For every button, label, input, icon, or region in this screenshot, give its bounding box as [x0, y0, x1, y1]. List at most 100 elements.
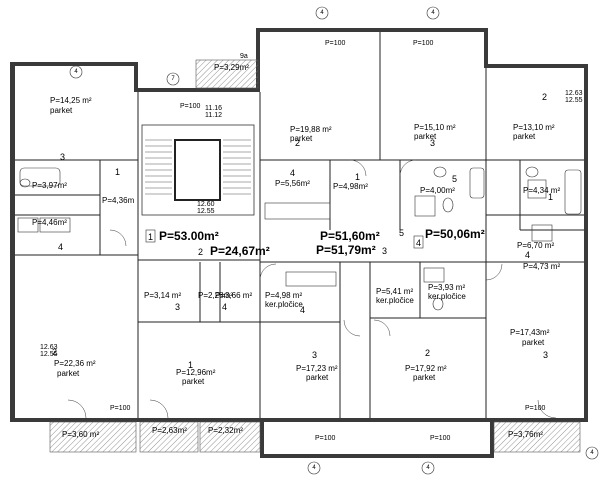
room-number: 3 [175, 302, 180, 312]
apartment-number: 1 [148, 232, 153, 242]
room-number: 4 [525, 250, 530, 260]
apartment-totals: 1 P=53.00m² 2 P=24,67m² P=51,60m² 5 P=51… [145, 227, 485, 258]
exterior-walls [10, 28, 588, 458]
apartment-total-area: P=51,79m² [316, 243, 376, 257]
room-number: 5 [452, 174, 457, 184]
room-labels: P=14,25 m² parket 3 P=3,97m² 1 P=4,36m P… [32, 53, 560, 439]
room-floor: ker.pločice [428, 292, 466, 301]
room-floor: parket [57, 369, 80, 378]
balcony-area: P=2,32m² [208, 426, 243, 435]
apartment-total-area: P=24,67m² [210, 244, 270, 258]
room-area: P=4,98m² [333, 182, 368, 191]
dim-label: P=100 [180, 103, 201, 110]
room-number: 1 [355, 172, 360, 182]
axis-marker-label: 4 [431, 10, 435, 16]
room-area: P=4,34 m² [523, 186, 560, 195]
room-area: P=12,96m² [176, 368, 216, 377]
room-area: P=15,10 m² [414, 123, 456, 132]
axis-marker-label: 7 [171, 76, 175, 82]
apartment-number: 3 [382, 246, 387, 256]
room-floor: parket [306, 373, 329, 382]
stairwell [141, 124, 255, 216]
room-floor: parket [413, 373, 436, 382]
dimension-labels: P=100 P=100 P=100 P=100 P=100 P=100 P=10… [110, 40, 546, 442]
balcony-area: P=3,76m² [508, 430, 543, 439]
apartment-total-area: P=50,06m² [425, 227, 485, 241]
room-floor: parket [522, 338, 545, 347]
level-label: 11.16 [205, 105, 222, 112]
room-area: P=6,70 m² [517, 241, 554, 250]
room-number: 3 [430, 138, 435, 148]
axis-marker-label: 4 [426, 465, 430, 471]
door-swings [67, 159, 557, 419]
bathroom-fixtures [17, 166, 582, 311]
room-number: 2 [542, 92, 547, 102]
room-number: 3 [60, 152, 65, 162]
room-floor: parket [414, 132, 437, 141]
room-number: 3 [543, 350, 548, 360]
room-area: P=3,14 m² [144, 291, 181, 300]
room-area: P=4,98 m² [265, 291, 302, 300]
room-number: 2 [52, 347, 57, 357]
room-number: 3 [312, 350, 317, 360]
room-floor: parket [290, 134, 313, 143]
room-floor: parket [182, 377, 205, 386]
room-number: 4 [290, 168, 295, 178]
dim-label: P=100 [413, 40, 434, 47]
room-area: P=5,41 m² [376, 287, 413, 296]
dim-label: P=100 [325, 40, 346, 47]
room-floor: ker.pločice [376, 296, 414, 305]
level-label: 12.63 [40, 344, 58, 351]
balconies [49, 59, 581, 453]
dim-label: P=100 [315, 435, 336, 442]
apartment-number: 5 [399, 228, 404, 238]
balcony-area: P=3,60 m² [62, 430, 99, 439]
room-area: P=5,56m² [275, 179, 310, 188]
room-number: 1 [115, 167, 120, 177]
dim-label: P=100 [430, 435, 451, 442]
room-area: P=4,73 m² [523, 262, 560, 271]
axis-marker-label: 4 [312, 465, 316, 471]
room-floor: parket [50, 106, 73, 115]
axis-marker-label: 4 [590, 450, 594, 456]
room-area: P=22,36 m² [54, 359, 96, 368]
room-number: 2 [425, 348, 430, 358]
level-label: 12.63 [565, 90, 583, 97]
balcony-area: P=2,63m² [152, 426, 187, 435]
room-number: 1 [548, 192, 553, 202]
level-label: 12.55 [197, 208, 215, 215]
room-area: P=19,88 m² [290, 125, 332, 134]
room-number: 2 [295, 138, 300, 148]
interior-walls [15, 32, 584, 418]
room-number: 4 [58, 242, 63, 252]
room-area: P=14,25 m² [50, 96, 92, 105]
room-area: P=4,36m [102, 196, 135, 205]
room-number: 1 [188, 360, 193, 370]
room-area: P=4,00m² [420, 186, 455, 195]
room-area: P=3,93 m² [428, 283, 465, 292]
axis-marker-label: 4 [74, 69, 78, 75]
level-label: 12.55 [565, 97, 583, 104]
room-number: 4 [300, 305, 305, 315]
balcony-area: P=3,29m² [214, 63, 249, 72]
level-label: 12.60 [197, 201, 215, 208]
balcony-number: 9a [240, 53, 248, 60]
room-number: 4 [222, 302, 227, 312]
room-area: P=17,92 m² [405, 364, 447, 373]
level-label: 12.55 [40, 351, 58, 358]
dim-label: P=100 [110, 405, 131, 412]
apartment-number: 4 [416, 238, 421, 248]
level-markers: 12.60 12.55 12.63 12.55 11.16 11.12 12.6… [40, 90, 583, 358]
dim-label: P=100 [525, 405, 546, 412]
apartment-total-area: P=51,60m² [320, 229, 380, 243]
axis-markers: 4 4 4 7 4 4 4 [69, 6, 599, 475]
apartment-total-area: P=53.00m² [159, 229, 219, 243]
room-area: P=3,97m² [32, 181, 67, 190]
room-area: P=17,43m² [510, 328, 550, 337]
room-floor: ker.pločice [265, 300, 303, 309]
apartment-number: 2 [198, 247, 203, 257]
room-area: P=4,46m² [32, 218, 67, 227]
axis-marker-label: 4 [320, 10, 324, 16]
room-area: P=3,66 m² [215, 291, 252, 300]
